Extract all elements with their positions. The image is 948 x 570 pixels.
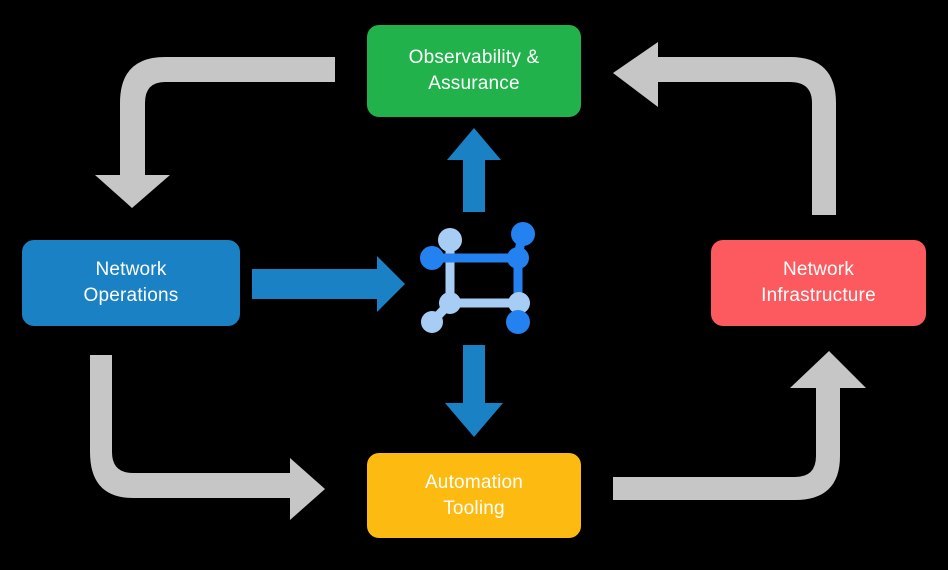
blue-arrow-netops-to-center: [252, 256, 405, 312]
gray-arrow-netops-to-automation: [90, 355, 325, 520]
blue-arrow-center-to-automation: [445, 345, 503, 437]
gray-arrow-automation-to-netinfra: [613, 351, 866, 500]
node-box-network-operations[interactable]: Network Operations: [22, 240, 240, 326]
blue-arrow-center-to-observability: [447, 128, 501, 212]
node-box-observability[interactable]: Observability & Assurance: [367, 25, 581, 117]
node-box-automation-tooling[interactable]: Automation Tooling: [367, 453, 581, 538]
network-topology-icon: [420, 222, 535, 334]
topology-light-nodes: [421, 228, 530, 333]
gray-arrow-netinfra-to-observability: [613, 42, 836, 215]
node-box-network-infrastructure[interactable]: Network Infrastructure: [711, 240, 926, 326]
topology-dark-nodes: [420, 222, 535, 334]
gray-arrow-observability-to-netops: [95, 57, 335, 208]
